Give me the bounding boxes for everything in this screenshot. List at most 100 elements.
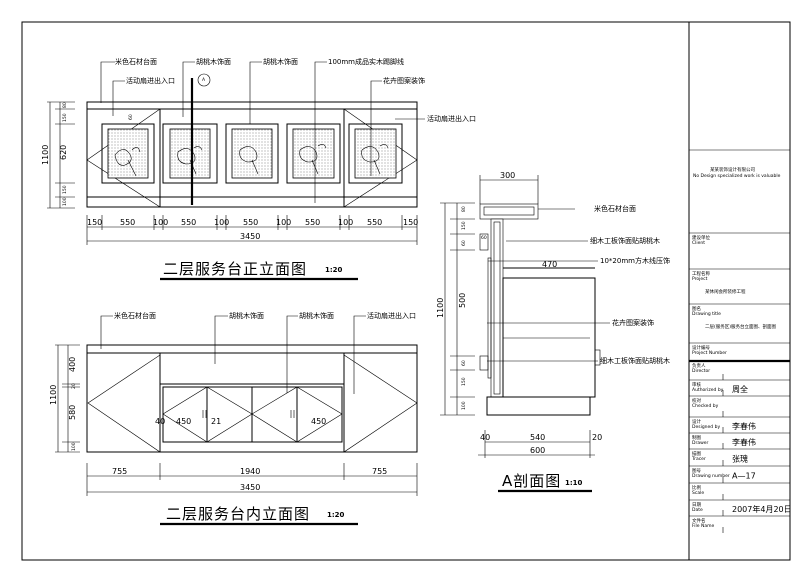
svg-text:米色石材台面: 米色石材台面 [115, 57, 157, 66]
title-block-label-en: Designed by [692, 424, 720, 430]
svg-text:150: 150 [62, 113, 68, 122]
svg-text:60: 60 [481, 235, 487, 241]
front-elevation-title: 二层服务台正立面图 [163, 260, 307, 278]
svg-text:470: 470 [542, 260, 557, 269]
svg-text:胡桃木饰面: 胡桃木饰面 [196, 57, 231, 66]
svg-text:3450: 3450 [240, 483, 260, 492]
title-block-value: 二层(服务区)服务台立面图、剖面图 [705, 323, 777, 330]
svg-text:No Design specialized work is: No Design specialized work is valuable [693, 173, 781, 179]
decor-panels [101, 123, 403, 184]
svg-text:1940: 1940 [240, 467, 260, 476]
svg-text:540: 540 [530, 433, 545, 442]
svg-text:80: 80 [62, 102, 68, 108]
svg-text:1100: 1100 [41, 145, 50, 165]
svg-text:花卉图案装饰: 花卉图案装饰 [612, 318, 654, 327]
svg-text:150: 150 [403, 218, 418, 227]
title-block-label: 设计编号 [692, 344, 710, 351]
section-marker-label: A [202, 77, 206, 83]
svg-text:20: 20 [71, 383, 77, 389]
inner-elevation-title: 二层服务台内立面图 [166, 505, 310, 523]
svg-text:300: 300 [500, 171, 515, 180]
svg-text:花卉图案装饰: 花卉图案装饰 [383, 76, 425, 85]
svg-text:60: 60 [128, 114, 134, 120]
svg-text:胡桃木饰面: 胡桃木饰面 [263, 57, 298, 66]
title-block-label: 建设单位 [692, 234, 710, 241]
svg-text:100: 100 [153, 218, 168, 227]
title-block-label-en: Project Number [692, 350, 727, 356]
svg-text:100: 100 [71, 442, 77, 451]
title-block-label: 日期 [692, 502, 701, 508]
title-block-label-en: Scale [692, 490, 704, 496]
title-block-value: 2007年4月20日 [732, 504, 792, 514]
svg-text:10*20mm方木线压饰: 10*20mm方木线压饰 [600, 256, 670, 265]
title-block-value: 李春伟 [732, 437, 756, 447]
svg-text:40: 40 [480, 433, 490, 442]
svg-text:150: 150 [461, 221, 467, 230]
title-block-label: 设计 [692, 418, 701, 425]
inner-elevation: 40 450 21 450 米色石材台面 胡桃木饰面 胡桃木饰面 活动扇进出入口… [49, 311, 418, 526]
title-block: 某某装饰设计有限公司 No Design specialized work is… [688, 21, 792, 561]
svg-text:1:20: 1:20 [327, 511, 345, 519]
svg-text:100: 100 [276, 218, 291, 227]
svg-text:1:20: 1:20 [325, 266, 343, 274]
svg-text:胡桃木饰面: 胡桃木饰面 [229, 311, 264, 320]
svg-text:450: 450 [176, 417, 191, 426]
svg-text:100: 100 [461, 401, 467, 410]
title-block-label: 工程名称 [692, 270, 710, 277]
title-block-label: 负责人 [692, 362, 706, 369]
title-block-label-en: Drawing title [692, 311, 721, 317]
title-block-label-en: Tracer [691, 456, 706, 462]
svg-text:1100: 1100 [436, 298, 445, 318]
svg-text:40: 40 [155, 417, 165, 426]
svg-text:100mm成品实木踢脚线: 100mm成品实木踢脚线 [328, 57, 404, 66]
drawing-frame [21, 21, 791, 561]
title-block-value: 李春伟 [732, 421, 756, 431]
svg-text:100: 100 [214, 218, 229, 227]
svg-text:米色石材台面: 米色石材台面 [114, 311, 156, 320]
front-elevation: A 60 米色石材台面 活动扇进出入口 胡桃木饰面 胡桃木饰面 100mm成品实… [41, 57, 476, 281]
section-a-title: A剖面图 [502, 472, 561, 490]
title-block-label: 图名 [692, 305, 701, 312]
svg-text:100: 100 [62, 197, 68, 206]
svg-text:活动扇进出入口: 活动扇进出入口 [427, 114, 476, 123]
svg-text:1:10: 1:10 [565, 479, 583, 487]
title-block-value: 周全 [732, 384, 748, 394]
svg-text:550: 550 [305, 218, 320, 227]
title-block-label: 文件名 [692, 517, 706, 524]
svg-text:755: 755 [112, 467, 127, 476]
svg-text:150: 150 [87, 218, 102, 227]
svg-text:755: 755 [372, 467, 387, 476]
section-marker [197, 73, 211, 87]
svg-text:3450: 3450 [240, 232, 260, 241]
svg-text:550: 550 [181, 218, 196, 227]
title-block-label: 校对 [692, 397, 701, 404]
svg-text:80: 80 [461, 206, 467, 212]
svg-text:400: 400 [68, 357, 77, 372]
title-block-label: 审核 [692, 381, 701, 388]
svg-text:500: 500 [458, 293, 467, 308]
title-block-label: 比例 [692, 484, 701, 491]
title-block-value: 某休闲会所装修工程 [705, 288, 746, 295]
title-block-label-en: Project [692, 276, 708, 282]
title-block-label: 图号 [692, 468, 701, 474]
svg-text:580: 580 [68, 405, 77, 420]
title-block-label: 描图 [692, 450, 701, 457]
svg-text:20: 20 [592, 433, 602, 442]
svg-text:60: 60 [461, 360, 467, 366]
svg-text:21: 21 [211, 417, 221, 426]
svg-text:细木工板饰面贴胡桃木: 细木工板饰面贴胡桃木 [600, 356, 670, 365]
svg-text:100: 100 [338, 218, 353, 227]
svg-text:600: 600 [530, 446, 545, 455]
svg-text:150: 150 [461, 377, 467, 386]
title-block-label-en: Checked by [692, 403, 719, 409]
section-a: 300 470 60 米色石材台面 细木工板饰面贴胡桃木 10*20mm方木线压… [436, 171, 670, 493]
title-block-label-en: Director [692, 368, 710, 374]
title-block-value: A—17 [732, 472, 756, 481]
title-block-value: 张瑰 [732, 454, 748, 464]
svg-text:米色石材台面: 米色石材台面 [594, 204, 636, 213]
svg-text:胡桃木饰面: 胡桃木饰面 [299, 311, 334, 320]
title-block-label-en: Drawer [692, 440, 709, 446]
svg-text:活动扇进出入口: 活动扇进出入口 [126, 76, 175, 85]
svg-text:550: 550 [367, 218, 382, 227]
